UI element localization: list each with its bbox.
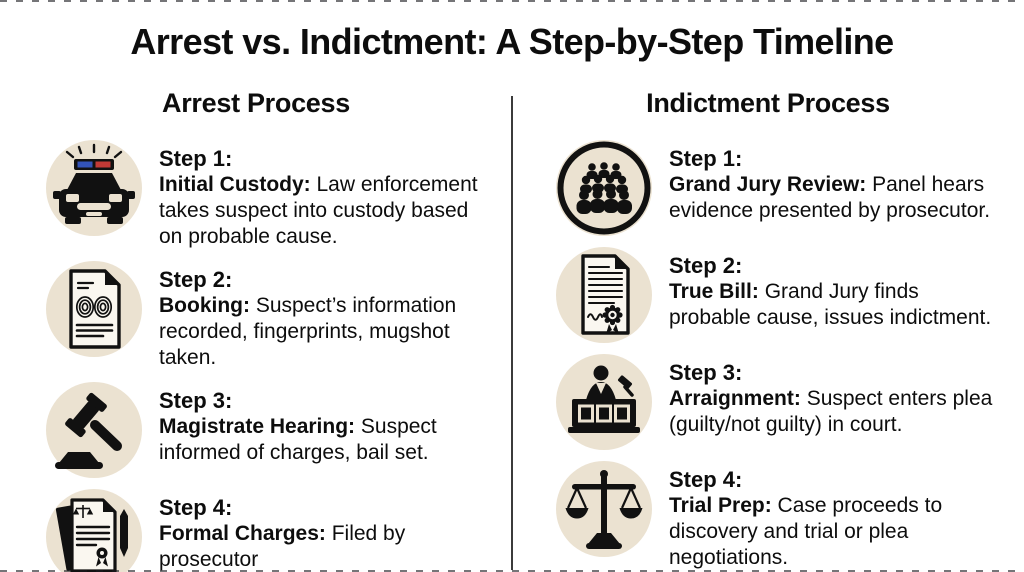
step-text: Step 4: Trial Prep: Case proceeds to dis… — [669, 461, 1021, 571]
step-text: Step 3: Arraignment: Suspect enters plea… — [669, 354, 1021, 438]
step-lead: Booking: — [159, 294, 250, 317]
step-body-text: Panel hears evidence presented by prosec… — [669, 173, 991, 222]
step-lead: Magistrate Hearing: — [159, 415, 356, 438]
indictment-document-icon — [556, 247, 652, 343]
arrest-steps: Step 1: Initial Custody: Law enforcement… — [0, 140, 512, 572]
step-description: Booking: Suspect’s information recorded,… — [159, 293, 509, 371]
column-divider — [511, 96, 513, 570]
police-car-icon — [46, 140, 142, 236]
step-text: Step 2: Booking: Suspect’s information r… — [159, 261, 509, 371]
fingerprint-record-icon — [46, 261, 142, 357]
arrest-process-header: Arrest Process — [162, 88, 350, 118]
step-text: Step 3: Magistrate Hearing: Suspect info… — [159, 382, 509, 466]
step-body-text: Grand Jury finds probable cause, issues … — [669, 280, 992, 329]
indictment-process-header: Indictment Process — [646, 88, 890, 118]
step-description: Initial Custody: Law enforcement takes s… — [159, 172, 509, 250]
step-description: Trial Prep: Case proceeds to discovery a… — [669, 493, 1021, 571]
indictment-step-1: Step 1: Grand Jury Review: Panel hears e… — [556, 140, 1024, 236]
charging-documents-icon — [46, 489, 142, 572]
step-description: Magistrate Hearing: Suspect informed of … — [159, 414, 509, 466]
step-body-text: Suspect’s information recorded, fingerpr… — [159, 294, 457, 369]
step-body-text: Law enforcement takes suspect into custo… — [159, 173, 478, 248]
step-lead: Formal Charges: — [159, 522, 326, 545]
step-text: Step 1: Grand Jury Review: Panel hears e… — [669, 140, 1021, 224]
arrest-step-3: Step 3: Magistrate Hearing: Suspect info… — [46, 382, 512, 478]
step-lead: Arraignment: — [669, 387, 801, 410]
process-columns: Arrest Process — [0, 88, 1024, 572]
step-description: True Bill: Grand Jury finds probable cau… — [669, 279, 1021, 331]
step-lead: True Bill: — [669, 280, 759, 303]
step-description: Formal Charges: Filed by prosecutor (e.g… — [159, 521, 509, 572]
bottom-edge-line — [0, 570, 1024, 572]
page-title: Arrest vs. Indictment: A Step-by-Step Ti… — [130, 21, 894, 62]
step-label: Step 1: — [669, 146, 743, 171]
step-label: Step 2: — [669, 253, 743, 278]
step-label: Step 3: — [669, 360, 743, 385]
step-label: Step 1: — [159, 146, 233, 171]
step-label: Step 3: — [159, 388, 233, 413]
arrest-process-column: Arrest Process — [0, 88, 512, 572]
arrest-step-4: Step 4: Formal Charges: Filed by prosecu… — [46, 489, 512, 572]
grand-jury-panel-icon — [556, 140, 652, 236]
step-label: Step 4: — [159, 495, 233, 520]
step-description: Arraignment: Suspect enters plea (guilty… — [669, 386, 1021, 438]
step-lead: Trial Prep: — [669, 494, 772, 517]
indictment-step-4: Step 4: Trial Prep: Case proceeds to dis… — [556, 461, 1024, 571]
step-body-text: Suspect enters plea (guilty/not guilty) … — [669, 387, 993, 436]
step-body-text: Filed by prosecutor (e.g., complaint, in… — [159, 522, 406, 571]
arrest-step-1: Step 1: Initial Custody: Law enforcement… — [46, 140, 512, 250]
indictment-steps: Step 1: Grand Jury Review: Panel hears e… — [512, 140, 1024, 571]
step-text: Step 2: True Bill: Grand Jury finds prob… — [669, 247, 1021, 331]
judge-bench-icon — [556, 354, 652, 450]
step-lead: Initial Custody: — [159, 173, 311, 196]
step-lead: Grand Jury Review: — [669, 173, 867, 196]
gavel-icon — [46, 382, 142, 478]
step-label: Step 2: — [159, 267, 233, 292]
step-text: Step 1: Initial Custody: Law enforcement… — [159, 140, 509, 250]
indictment-step-3: Step 3: Arraignment: Suspect enters plea… — [556, 354, 1024, 450]
arrest-step-2: Step 2: Booking: Suspect’s information r… — [46, 261, 512, 371]
indictment-step-2: Step 2: True Bill: Grand Jury finds prob… — [556, 247, 1024, 343]
top-edge-line — [0, 0, 1024, 2]
step-body-text: Suspect informed of charges, bail set. — [159, 415, 437, 464]
scales-of-justice-icon — [556, 461, 652, 557]
step-body-text: Case proceeds to discovery and trial or … — [669, 494, 943, 569]
step-label: Step 4: — [669, 467, 743, 492]
step-text: Step 4: Formal Charges: Filed by prosecu… — [159, 489, 509, 572]
step-description: Grand Jury Review: Panel hears evidence … — [669, 172, 1021, 224]
indictment-process-column: Indictment Process — [512, 88, 1024, 572]
